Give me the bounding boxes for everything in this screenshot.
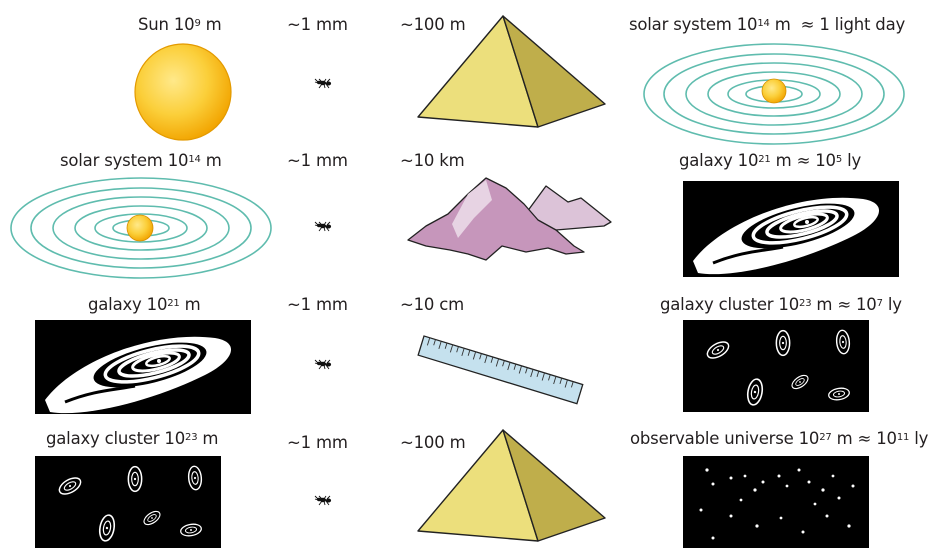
orbit-icon [10,177,272,279]
universe-icon [699,468,855,540]
label-scaled-galaxy-cluster: galaxy cluster 1023 m ≈ 107 ly [660,295,902,314]
label-thing-scale: ~10 km [400,151,465,170]
label-scaled-galaxy: galaxy 1021 m ≈ 105 ly [679,151,862,170]
universe-panel [683,456,869,548]
galaxy-panel [35,320,251,414]
ant-icon [314,359,332,370]
galaxy-icon [691,192,881,276]
label-galaxy-cluster: galaxy cluster 1023 m [46,429,219,448]
label-scaled-universe: observable universe 1027 m ≈ 1011 ly [630,429,929,448]
galaxy-cluster-panel [683,320,869,412]
ant-icon [314,78,332,89]
galaxy-cluster-panel [35,456,221,548]
galaxy-icon [43,331,233,414]
pyramid-icon [417,429,606,542]
sun-icon [134,43,232,141]
label-ant-scale: ~1 mm [287,151,348,170]
label-thing-scale: ~10 cm [400,295,465,314]
label-ant-scale: ~1 mm [287,433,348,452]
pyramid-icon [417,15,606,128]
label-thing-scale: ~100 m [400,15,466,34]
label-sun: Sun 109 m [138,15,222,34]
galaxy-panel [683,181,899,277]
orbit-icon [643,43,905,145]
galaxy-cluster-icon [35,456,221,548]
galaxy-cluster-icon [683,320,869,412]
ant-icon [314,221,332,232]
label-solar-system: solar system 1014 m [60,151,222,170]
label-ant-scale: ~1 mm [287,15,348,34]
label-galaxy: galaxy 1021 m [88,295,201,314]
mountain-icon [407,177,612,261]
ruler-icon [417,335,584,405]
label-ant-scale: ~1 mm [287,295,348,314]
label-scaled-solar-system: solar system 1014 m ≈ 1 light day [629,15,906,34]
label-thing-scale: ~100 m [400,433,466,452]
ant-icon [314,495,332,506]
